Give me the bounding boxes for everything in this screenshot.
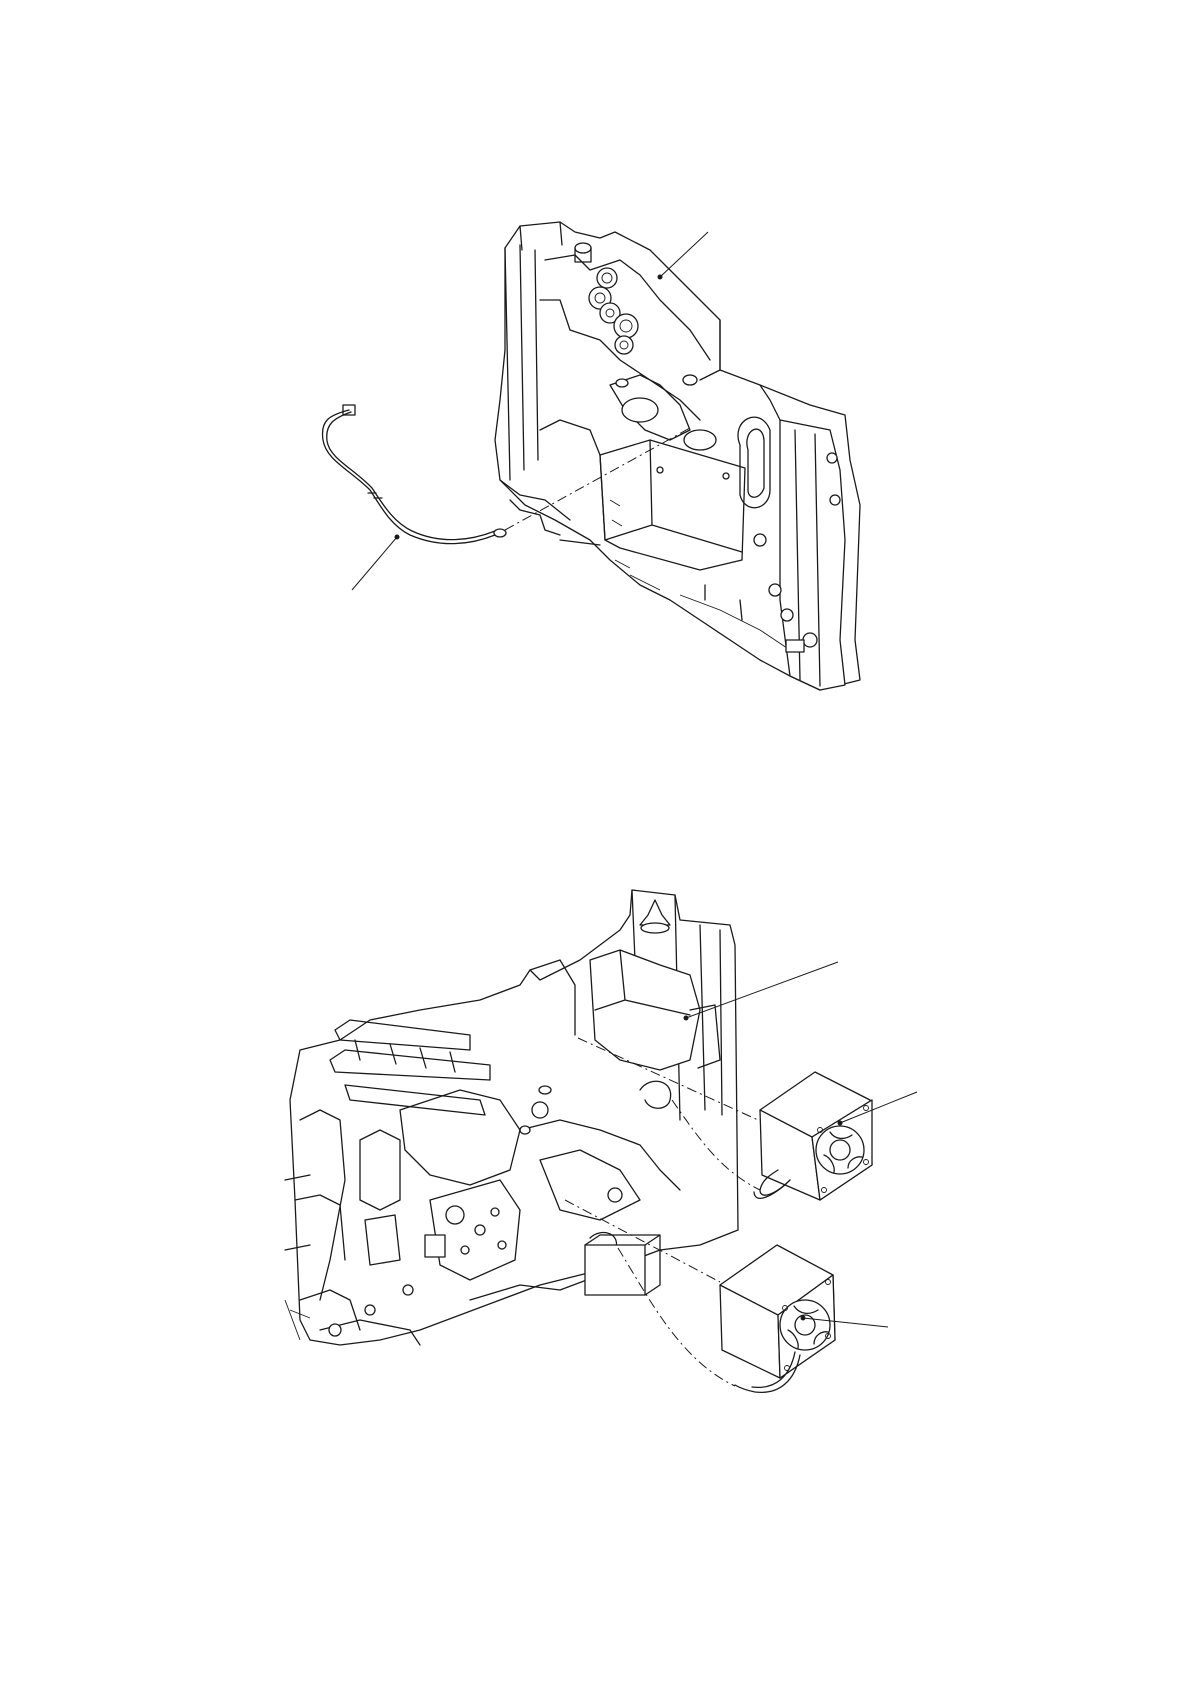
fan-drawing (754, 1072, 872, 1200)
main-frame-drawing (495, 222, 860, 690)
fan-drawing (720, 1245, 835, 1392)
chassis-drawing (285, 890, 738, 1345)
bottom-assembly-figure (285, 890, 917, 1392)
top-assembly-figure (322, 222, 860, 690)
